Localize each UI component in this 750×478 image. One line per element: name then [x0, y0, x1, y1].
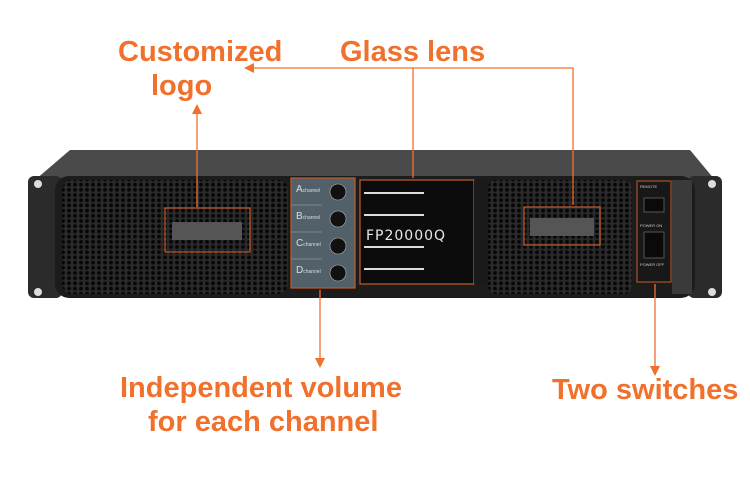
- callout-two-switches: Two switches: [552, 374, 739, 406]
- callout-customized-logo-line1: Customized: [118, 36, 283, 68]
- model-name: FP20000Q: [366, 228, 447, 244]
- power-off-label: POWER OFF: [640, 262, 665, 267]
- callout-independent-volume-line1: Independent volume: [120, 372, 402, 404]
- volume-knobs: [329, 183, 347, 282]
- channel-label-a: Achannel: [296, 184, 321, 195]
- callout-glass-lens: Glass lens: [340, 36, 486, 68]
- remote-label: REMOTE: [640, 184, 658, 189]
- remote-switch: [643, 197, 665, 213]
- channel-label-c: Cchannel: [296, 238, 321, 249]
- logo-plate-right: [530, 218, 594, 236]
- glass-lens-display: [360, 180, 474, 284]
- power-on-label: POWER ON: [640, 223, 663, 228]
- grille-right: [488, 180, 632, 294]
- rack-ear-left: [28, 176, 62, 298]
- callout-customized-logo-line2: logo: [151, 70, 213, 102]
- top-lid: [35, 150, 715, 180]
- power-switch: [643, 231, 665, 259]
- channel-label-d: Dchannel: [296, 265, 321, 276]
- callout-independent-volume-line2: for each channel: [148, 406, 379, 438]
- rack-ear-right: [688, 176, 722, 298]
- logo-plate-left: [172, 222, 242, 240]
- channel-label-b: Bchannel: [296, 211, 321, 222]
